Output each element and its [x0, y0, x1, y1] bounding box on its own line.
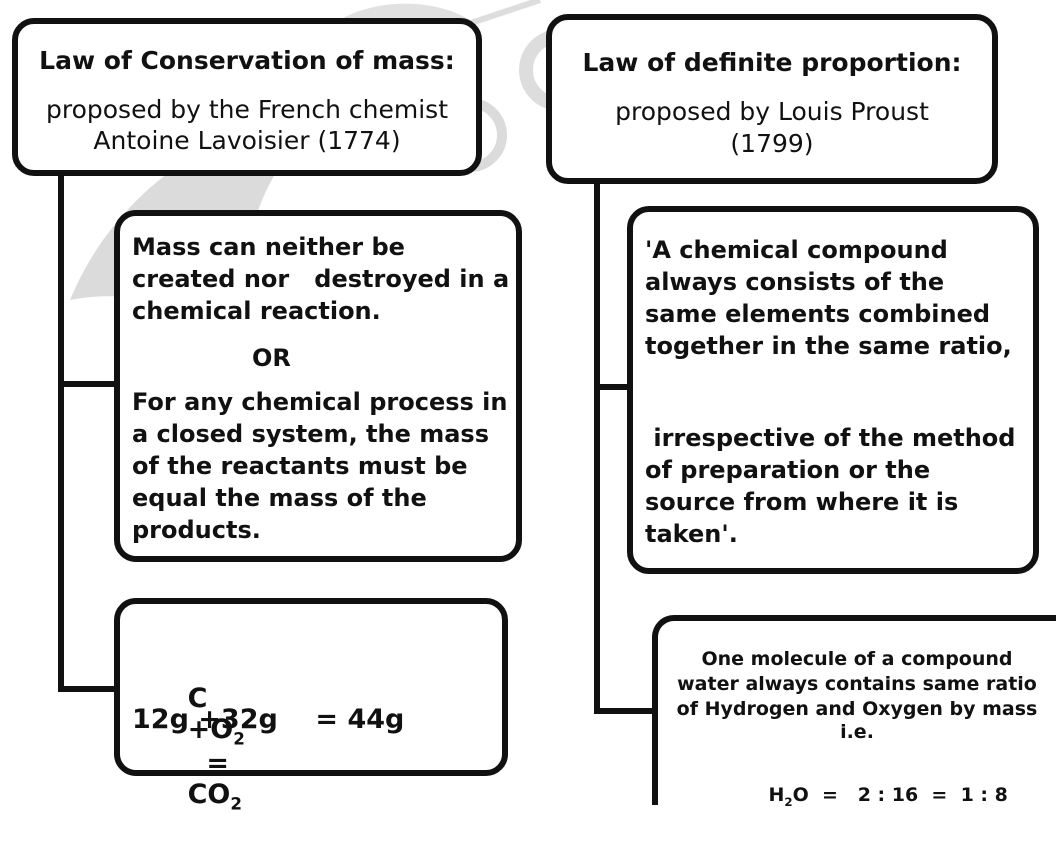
left-branch-equation — [58, 686, 116, 692]
water-ratio-formula: H2O = 2 : 16 = 1 : 8 — [742, 759, 1008, 838]
statement-line: chemical reaction. — [132, 297, 381, 325]
definite-proportion-title-box: Law of definite proportion: proposed by … — [546, 14, 998, 184]
alt-statement-line: For any chemical process in — [132, 388, 508, 416]
conservation-statement-box: Mass can neither be created nor destroye… — [114, 210, 522, 562]
equation-oxygen-subscript: 2 — [233, 728, 245, 749]
left-trunk-line — [58, 170, 64, 692]
equation-plus: + — [187, 714, 211, 745]
alt-statement-line: equal the mass of the — [132, 484, 427, 512]
example-line: One molecule of a compound — [701, 648, 1013, 670]
equation-product: CO — [187, 779, 231, 811]
proportion-statement2-line: irrespective of the method — [645, 424, 1016, 452]
alt-statement-line: of the reactants must be — [132, 452, 468, 480]
proportion-statement2-line: of preparation or the — [645, 456, 931, 484]
definite-proportion-subtitle-1: proposed by Louis Proust — [615, 97, 929, 126]
equation-box: C +O2 = CO2 12g +32g = 44g — [114, 598, 508, 814]
alt-statement-line: a closed system, the mass — [132, 420, 489, 448]
formula-hydrogen: H — [768, 784, 785, 806]
formula-hydrogen-subscript: 2 — [784, 794, 793, 809]
statement-line: Mass can neither be — [132, 233, 405, 261]
conservation-subtitle-2: Antoine Lavoisier (1774) — [93, 126, 401, 155]
definite-proportion-title: Law of definite proportion: — [582, 48, 962, 77]
conservation-title: Law of Conservation of mass: — [39, 46, 455, 75]
example-line: i.e. — [840, 721, 874, 743]
conservation-of-mass-title-box: Law of Conservation of mass: proposed by… — [12, 18, 482, 176]
right-trunk-line — [594, 180, 600, 714]
right-branch-example — [594, 708, 656, 714]
equation-oxygen: O — [210, 714, 234, 745]
example-line: water always contains same ratio — [677, 673, 1037, 695]
left-branch-statement — [58, 381, 116, 387]
equation-carbon: C — [187, 683, 208, 714]
proportion-statement2-line: taken'. — [645, 520, 738, 548]
definite-proportion-statement-box: 'A chemical compound always consists of … — [627, 206, 1039, 574]
conservation-subtitle-1: proposed by the French chemist — [45, 95, 448, 124]
statement-line: created nor destroyed in a — [132, 265, 510, 293]
example-line: of Hydrogen and Oxygen by mass — [676, 698, 1038, 720]
water-example-box: One molecule of a compound water always … — [652, 615, 1056, 809]
equation-product-subscript: 2 — [230, 793, 243, 814]
equation-equals: = — [206, 748, 230, 780]
proportion-statement-line: 'A chemical compound — [645, 236, 948, 264]
or-label: OR — [252, 344, 291, 372]
equation-line: C +O2 = CO2 — [150, 652, 248, 845]
formula-ratio: O = 2 : 16 = 1 : 8 — [792, 784, 1008, 806]
proportion-statement-line: together in the same ratio, — [645, 332, 1012, 360]
definite-proportion-subtitle-2: (1799) — [730, 129, 814, 158]
right-branch-statement — [594, 384, 630, 390]
proportion-statement2-line: source from where it is — [645, 488, 959, 516]
proportion-statement-line: always consists of the — [645, 268, 945, 296]
proportion-statement-line: same elements combined — [645, 300, 991, 328]
mass-line: 12g +32g = 44g — [132, 704, 405, 735]
alt-statement-line: products. — [132, 516, 261, 544]
